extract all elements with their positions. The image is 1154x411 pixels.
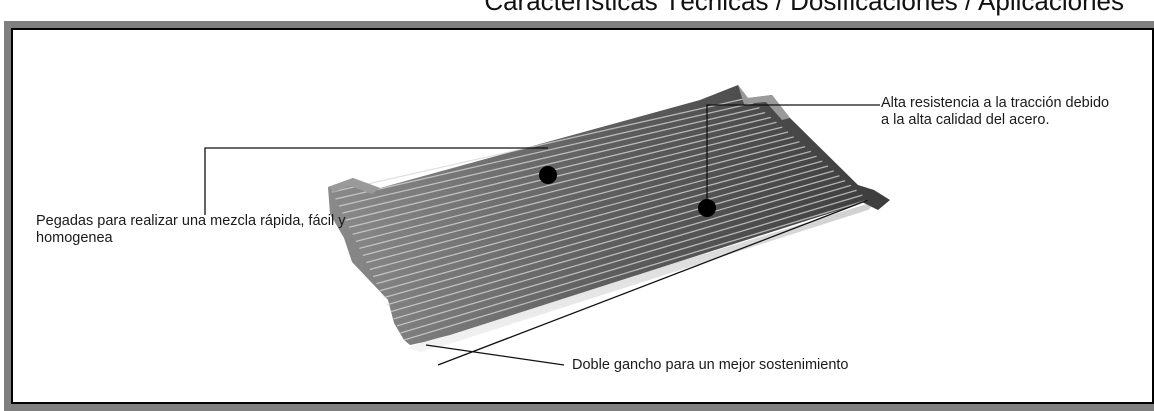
fiber-stripe (393, 184, 852, 320)
page-title: Características Técnicas / Dosificacione… (484, 0, 1124, 16)
callout-label-double-hook: Doble gancho para un mejor sostenimiento (572, 357, 849, 373)
fiber-stripe (338, 107, 760, 207)
fiber-stripe (355, 131, 789, 242)
hook-end-right (738, 85, 790, 120)
fiber-stripe (362, 141, 800, 257)
callout-label-tensile-strength: Alta resistencia a la tracción debido a … (881, 95, 1110, 128)
callout-label-glued: Pegadas para realizar una mezcla rápida,… (36, 213, 346, 246)
fiber-bundle-body (328, 85, 890, 345)
fiber-stripe (345, 116, 772, 221)
fiber-stripe (386, 175, 840, 306)
callout-line-left (204, 147, 548, 215)
fiber-stripe (383, 170, 834, 299)
callout-line-bottom (425, 344, 565, 366)
fiber-stripe (379, 165, 829, 292)
fiber-stripe (342, 111, 766, 214)
callout-line-right (706, 104, 880, 208)
fiber-stripe (335, 102, 754, 200)
callout-dot-right (698, 199, 716, 217)
fiber-stripe (372, 155, 817, 278)
fiber-stripe (403, 199, 869, 341)
fiber-stripe (369, 150, 812, 271)
fiber-stripe (359, 136, 794, 250)
callout-line-bottom-diagonal (437, 199, 869, 366)
fiber-stripe (396, 189, 857, 327)
callout-dot-left (539, 166, 557, 184)
fiber-stripe (376, 160, 823, 285)
fiber-stripes (331, 97, 869, 341)
fiber-stripe (390, 179, 846, 313)
fiber-stripe (352, 126, 783, 235)
hook-end-left (328, 178, 380, 194)
fiber-underside (408, 200, 880, 352)
fiber-stripe (348, 121, 777, 228)
fiber-stripe (331, 97, 749, 193)
fiber-stripe (400, 194, 863, 334)
fiber-stripe (366, 145, 806, 264)
